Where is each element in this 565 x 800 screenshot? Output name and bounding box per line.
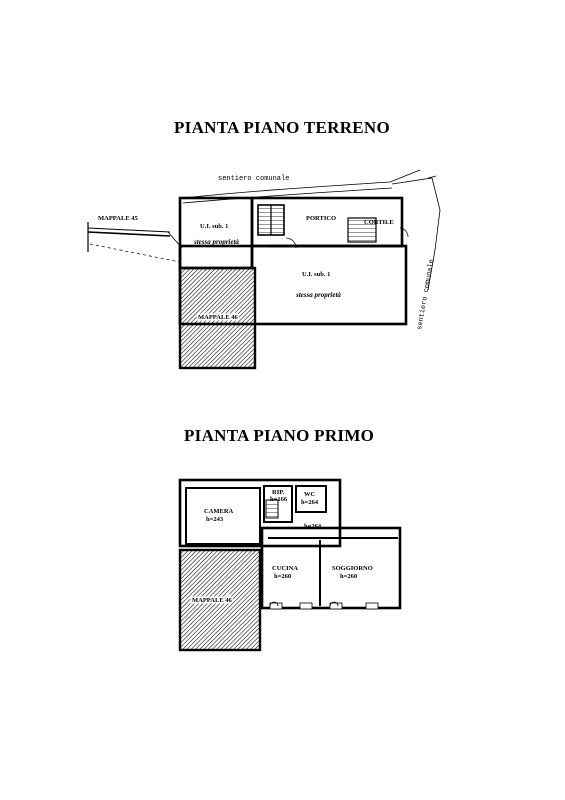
first-floor-stairs	[265, 499, 279, 519]
portico-label: PORTICO	[306, 215, 336, 222]
soggiorno-height: h=260	[340, 573, 357, 580]
camera-label: CAMERA	[204, 508, 234, 515]
soggiorno-label: SOGGIORNO	[332, 565, 373, 572]
unit-b-note: stessa proprietà	[295, 291, 341, 299]
cortile-label: CORTILE	[364, 219, 394, 226]
parcel-46-first-label: MAPPALE 46	[192, 597, 233, 604]
corridor-height: h=264	[304, 523, 322, 530]
mappale-45-boundary	[87, 222, 183, 263]
first-floor-windows	[269, 601, 379, 610]
ground-stairs	[257, 204, 377, 243]
mappale-46-hatch-ground	[178, 266, 257, 370]
cucina-label: CUCINA	[272, 565, 298, 572]
parcel-45-label: MAPPALE 45	[98, 215, 139, 222]
mappale-46-hatch-first	[178, 548, 262, 652]
path-outline	[182, 169, 441, 291]
ground-floor-title: PIANTA PIANO TERRENO	[174, 118, 391, 137]
unit-b-name: U.I. sub. 1	[302, 271, 330, 278]
unit-a-name: U.I. sub. 1	[200, 223, 228, 230]
camera-height: h=243	[206, 516, 224, 523]
path-top-label: sentiero comunale	[218, 175, 289, 183]
wc-label: WC	[304, 491, 316, 498]
path-right-label: sentiero comunale	[416, 259, 436, 331]
rip-height: h=166	[270, 496, 288, 503]
parcel-46-ground-label: MAPPALE 46	[198, 314, 239, 321]
wc-height: h=264	[301, 499, 319, 506]
first-floor-title: PIANTA PIANO PRIMO	[184, 426, 375, 445]
unit-a-note: stessa proprietà	[193, 238, 239, 246]
rip-label: RIP.	[272, 489, 285, 496]
cucina-height: h=260	[274, 573, 291, 580]
ground-doors	[285, 227, 409, 249]
